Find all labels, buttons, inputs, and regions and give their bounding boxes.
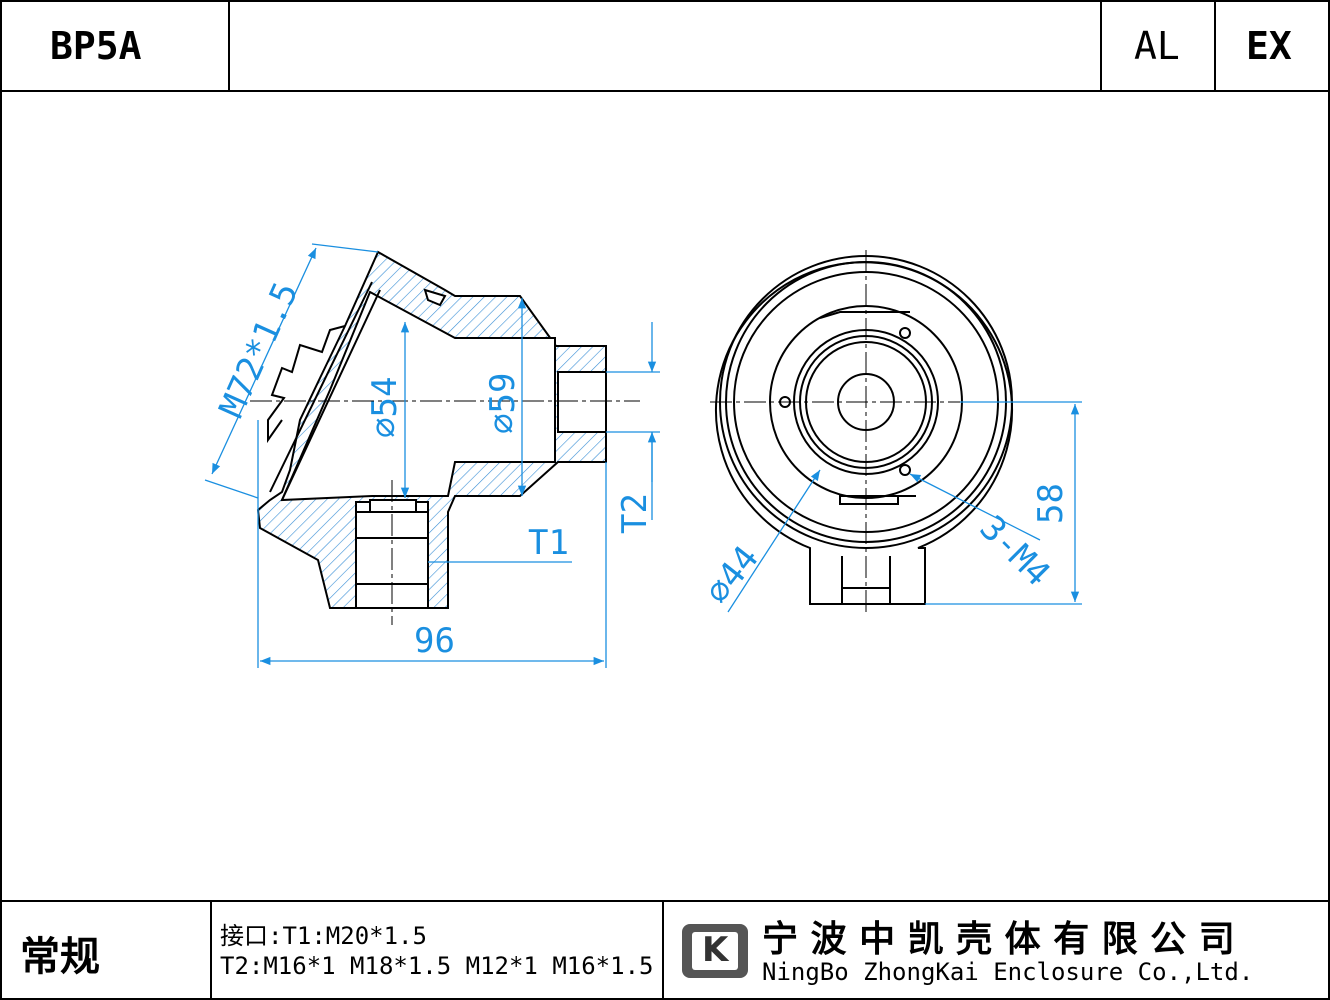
company-logo: K <box>682 924 748 978</box>
material-box-al: AL <box>1100 0 1216 92</box>
company-name-cn: 宁 波 中 凯 壳 体 有 限 公 司 <box>762 919 1235 960</box>
footer-cell-spec: 接口:T1:M20*1.5 T2:M16*1 M18*1.5 M12*1 M16… <box>212 900 664 1000</box>
dim-dia-44: ⌀44 <box>698 539 767 612</box>
logo-letter: K <box>702 930 729 970</box>
material-code-al: AL <box>1134 24 1180 68</box>
front-dimensions <box>727 401 1082 613</box>
front-view <box>715 255 1013 605</box>
dim-58: 58 <box>1031 483 1071 524</box>
dim-dia-54: ⌀54 <box>365 377 405 438</box>
front-centerlines <box>710 250 1025 612</box>
dim-dia-59: ⌀59 <box>483 373 523 434</box>
model-box: BP5A <box>0 0 230 92</box>
footer-cell-category: 常规 <box>0 900 212 1000</box>
lid-clamp <box>423 288 447 307</box>
footer-divider <box>0 900 1330 902</box>
front-outer-body <box>715 261 1013 605</box>
material-code-ex: EX <box>1246 24 1292 68</box>
m4-hole-1 <box>899 327 911 339</box>
spec-line-1: 接口:T1:M20*1.5 <box>220 922 427 950</box>
footer-cell-company: K 宁 波 中 凯 壳 体 有 限 公 司 NingBo ZhongKai En… <box>664 900 1330 1000</box>
section-view <box>250 250 640 625</box>
category-label: 常规 <box>20 934 100 980</box>
spec-line-2: T2:M16*1 M18*1.5 M12*1 M16*1.5 <box>220 952 654 980</box>
company-name-en: NingBo ZhongKai Enclosure Co.,Ltd. <box>762 958 1254 986</box>
t2-port <box>557 371 607 433</box>
header-divider <box>0 90 1330 92</box>
dim-96: 96 <box>414 621 455 661</box>
dim-m72: M72*1.5 <box>212 276 307 423</box>
m4-hole-3 <box>899 464 911 476</box>
section-dimensions <box>204 243 660 668</box>
model-code: BP5A <box>50 24 142 68</box>
dim-t2: T2 <box>615 493 655 534</box>
dim-t1: T1 <box>528 523 569 563</box>
